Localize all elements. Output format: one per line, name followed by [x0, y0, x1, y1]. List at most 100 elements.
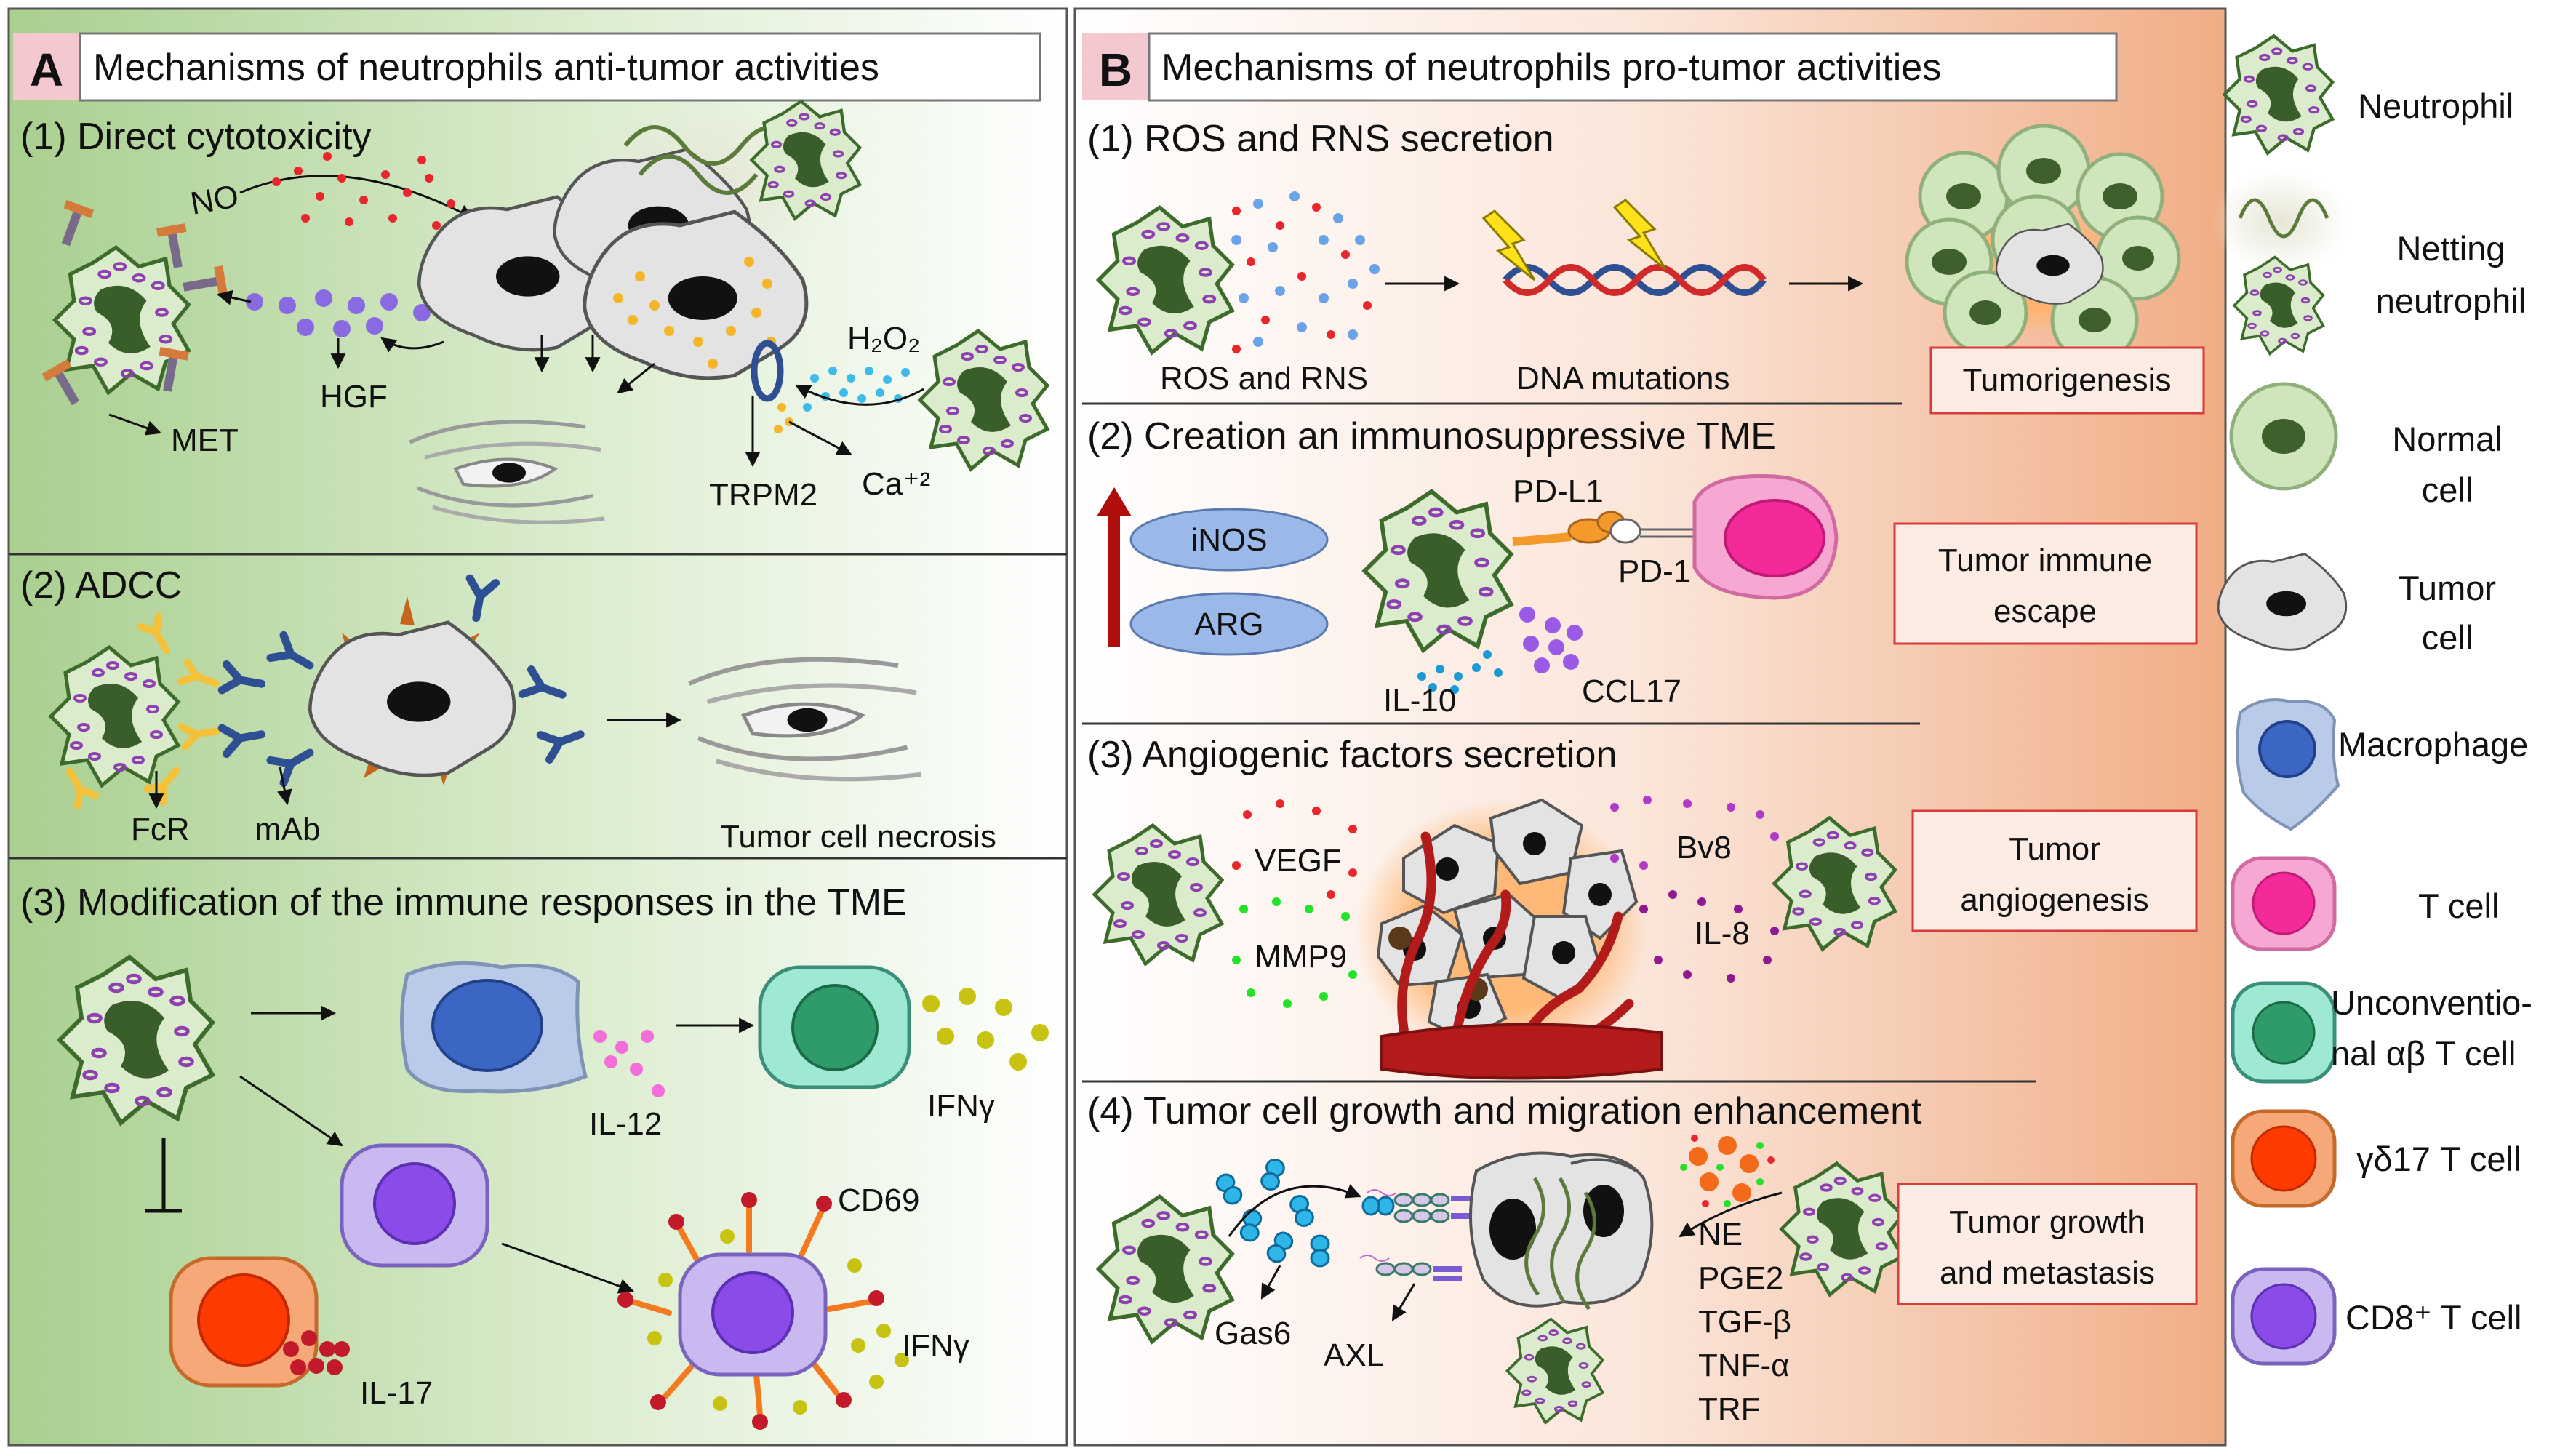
legend-unconventional-label-1: Unconventio-: [2331, 983, 2532, 1022]
ccl17-molecules: [1519, 607, 1583, 673]
pd-l1-label: PD-L1: [1513, 473, 1604, 509]
a2-title: (2) ADCC: [20, 564, 182, 607]
lightning-icon: [1481, 209, 1536, 281]
a3-title: (3) Modification of the immune responses…: [20, 881, 907, 924]
legend-netting-label-2: neutrophil: [2376, 281, 2526, 320]
arg-label: ARG: [1194, 607, 1263, 642]
ifng-molecules-2: [647, 1229, 909, 1415]
ifng-molecules-1: [922, 988, 1049, 1071]
pge2-label: PGE2: [1698, 1260, 1783, 1296]
panel-a-letter: A: [30, 44, 63, 96]
panel-b-letter: B: [1099, 44, 1132, 96]
angiogenesis-label-2: angiogenesis: [1960, 882, 2148, 918]
trpm2-channel: [751, 340, 784, 402]
h2o2-label: H₂O₂: [847, 321, 920, 356]
axl-receptors: [1359, 1189, 1473, 1281]
il17-molecules: [283, 1330, 350, 1375]
tumorigenesis-box: [1929, 346, 2205, 415]
arg-enzyme: [1129, 592, 1329, 656]
bv8-molecules: [1610, 796, 1779, 870]
to-cd8-arrow: [239, 1075, 343, 1147]
dna-helix: [1503, 264, 1767, 296]
tumorigenesis-cluster: [1905, 124, 2181, 364]
legend-netting-label-1: Netting: [2397, 229, 2505, 268]
legend: Neutrophil Netting neutrophil Normal cel…: [2211, 36, 2532, 1366]
legend-net-cloud: [2211, 171, 2349, 273]
no-molecules: [272, 152, 455, 230]
gas6-molecules: [1215, 1158, 1395, 1268]
cd69-label: CD69: [838, 1183, 920, 1218]
axl-arrow: [1391, 1283, 1416, 1321]
bv8-label: Bv8: [1676, 830, 1732, 865]
factors-arrow: [1679, 1191, 1783, 1238]
secreted-factors: [1680, 1135, 1775, 1207]
tgfb-label: TGF-β: [1698, 1304, 1791, 1340]
legend-unconventional-label-2: nal αβ T cell: [2331, 1034, 2516, 1073]
migrating-tumor-cells: [1469, 1151, 1654, 1311]
growth-metastasis-label-2: and metastasis: [1940, 1255, 2155, 1291]
ne-label: NE: [1698, 1217, 1743, 1252]
fcr-label: FcR: [131, 812, 190, 847]
b3-title: (3) Angiogenic factors secretion: [1087, 734, 1617, 776]
ifng-label-2: IFNγ: [902, 1328, 969, 1364]
cd8-t-cell-nucleus: [373, 1162, 456, 1245]
met-label: MET: [171, 423, 239, 458]
calcium-label: Ca⁺²: [862, 466, 930, 502]
mmp9-label: MMP9: [1255, 939, 1347, 975]
vegf-label: VEGF: [1255, 843, 1342, 879]
panel-b: B Mechanisms of neutrophils pro-tumor ac…: [1073, 7, 2227, 1447]
legend-tumor-label-2: cell: [2422, 618, 2473, 657]
il10-label: IL-10: [1383, 683, 1456, 719]
legend-cd8-nucleus: [2250, 1283, 2317, 1350]
a1-title: (1) Direct cytotoxicity: [20, 116, 372, 158]
panel-a-letter-box: [13, 33, 80, 100]
dna-mutations-label: DNA mutations: [1516, 361, 1729, 396]
ros-rns-label: ROS and RNS: [1160, 361, 1368, 396]
legend-gd17-nucleus: [2250, 1125, 2317, 1192]
legend-t-cell-nucleus: [2252, 871, 2316, 935]
immune-escape-box: [1893, 522, 2198, 645]
hgf-secretion-arrow: [380, 337, 444, 353]
axl-label: AXL: [1324, 1337, 1384, 1373]
h2o2-molecules: [803, 367, 910, 412]
angiogenesis-label-1: Tumor: [2009, 831, 2100, 867]
immune-escape-label-1: Tumor immune: [1938, 543, 2152, 578]
pd-1-icon: [1609, 518, 1641, 544]
angiogenesis-box: [1911, 809, 2198, 932]
calcium-arrow: [788, 420, 852, 456]
growth-metastasis-box: [1897, 1183, 2198, 1305]
legend-neutrophil-icon: [2225, 36, 2333, 153]
hgf-molecules: [246, 289, 431, 337]
legend-macrophage-label: Macrophage: [2338, 725, 2528, 764]
gas6-label: Gas6: [1215, 1316, 1291, 1351]
gas6-arrow: [1260, 1265, 1281, 1300]
lightning-icon: [1612, 199, 1667, 271]
legend-netting-neutrophil-icon: [2233, 255, 2325, 356]
pd-1-label: PD-1: [1618, 553, 1691, 589]
trf-label: TRF: [1698, 1391, 1761, 1427]
il12-molecules: [593, 1030, 665, 1097]
no-arrow: [239, 175, 474, 220]
to-activated-cd8-arrow: [501, 1242, 634, 1294]
il10-molecules: [1417, 650, 1503, 694]
il8-label: IL-8: [1695, 916, 1750, 951]
inos-enzyme: [1129, 508, 1329, 572]
necrosis-arrow: [617, 362, 655, 394]
ccl17-label: CCL17: [1582, 673, 1681, 709]
met-arrow: [108, 413, 161, 436]
legend-net-fibers: [2238, 198, 2329, 239]
no-label: NO: [188, 178, 241, 222]
legend-normal-label-2: cell: [2422, 471, 2473, 509]
il17-label: IL-17: [360, 1375, 433, 1411]
t-cell-b2-nucleus: [1724, 499, 1825, 577]
tnfa-label: TNF-α: [1698, 1348, 1790, 1383]
mab-label: mAb: [255, 812, 320, 847]
h2o2-arrow: [795, 384, 924, 406]
panel-a: A Mechanisms of neutrophils anti-tumor a…: [7, 7, 1068, 1447]
legend-normal-cell-nucleus: [2262, 419, 2305, 454]
pd-l1-stalk: [1512, 532, 1572, 546]
b4-title: (4) Tumor cell growth and migration enha…: [1087, 1090, 1922, 1132]
gas6-to-axl-arrow: [1228, 1184, 1361, 1237]
trpm2-label: TRPM2: [709, 477, 817, 513]
legend-normal-label-1: Normal: [2392, 420, 2502, 458]
